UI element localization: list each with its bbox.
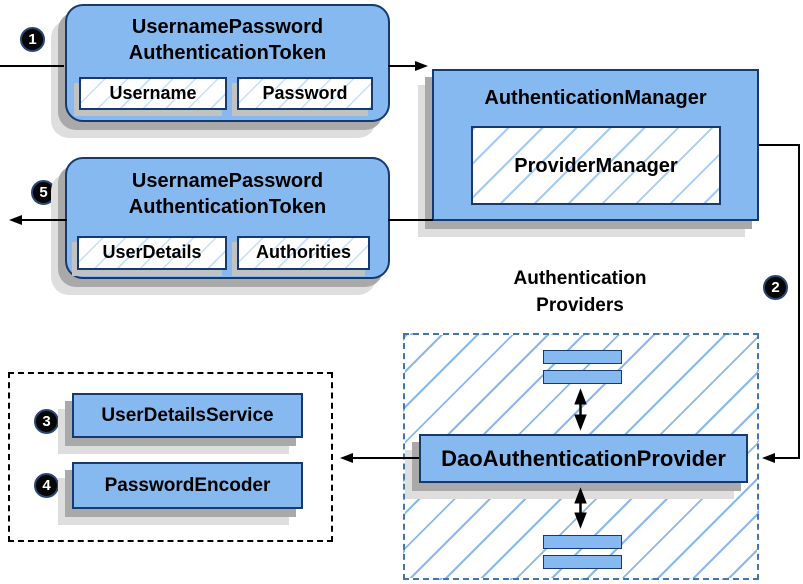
provider-slot-bar-bottom-1: [543, 535, 622, 549]
provider-slot-bar-top-2: [543, 370, 622, 384]
username-field-box: Username: [79, 77, 227, 110]
authorities-field-box: Authorities: [237, 236, 370, 270]
user-details-service-box: UserDetailsService: [72, 393, 303, 438]
provider-slot-bar-top-1: [543, 350, 622, 364]
provider-manager-box: ProviderManager: [471, 126, 721, 205]
authentication-manager-title: AuthenticationManager: [484, 87, 707, 109]
services-region: [8, 372, 333, 542]
step-1-marker: 1: [20, 27, 45, 52]
token-request-title-line2: AuthenticationToken: [128, 42, 327, 64]
authentication-providers-label: Authentication Providers: [455, 265, 705, 319]
arrow-authmanager-to-dao: [759, 144, 800, 463]
token-result-title: UsernamePassword AuthenticationToken: [67, 168, 388, 220]
token-request-title: UsernamePassword AuthenticationToken: [67, 14, 388, 66]
token-result-title-line2: AuthenticationToken: [128, 196, 327, 218]
step-5-marker: 5: [31, 180, 56, 205]
token-request-title-line1: UsernamePassword: [131, 16, 324, 38]
authentication-providers-label-line1: Authentication: [513, 268, 647, 289]
step-3-marker: 3: [34, 409, 59, 434]
token-result-title-line1: UsernamePassword: [131, 170, 324, 192]
step-4-marker: 4: [34, 473, 59, 498]
authentication-providers-label-line2: Providers: [536, 295, 624, 316]
dao-authentication-provider-box: DaoAuthenticationProvider: [419, 434, 748, 483]
password-encoder-box: PasswordEncoder: [72, 462, 303, 509]
user-details-field-box: UserDetails: [77, 236, 227, 270]
password-field-box: Password: [237, 77, 373, 110]
step-2-marker: 2: [763, 275, 788, 300]
provider-slot-bar-bottom-2: [543, 555, 622, 569]
